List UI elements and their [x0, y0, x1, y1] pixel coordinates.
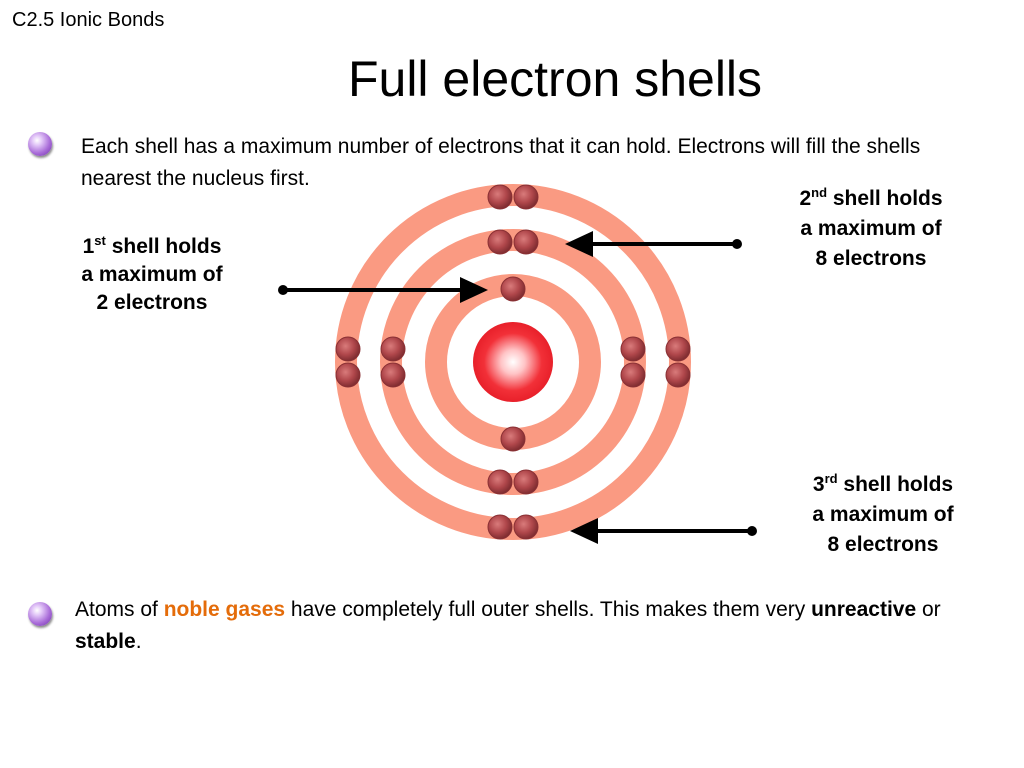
noble-gases-highlight: noble gases	[163, 598, 286, 621]
shell-3-line2: a maximum of	[812, 503, 954, 526]
slide-title: Full electron shells	[347, 51, 763, 107]
footer-text-4: .	[135, 630, 142, 653]
shell-3-line3: 8 electrons	[827, 533, 939, 556]
electron-shell-3	[487, 514, 513, 540]
stable-word: stable	[75, 630, 136, 653]
footer-text-2: have completely full outer shells. This …	[285, 598, 812, 621]
electron-shell-2	[620, 336, 646, 362]
bullet-icon	[28, 132, 52, 156]
electron-shell-2	[487, 229, 513, 255]
electron-shell-2	[513, 469, 539, 495]
electron-shell-3	[487, 184, 513, 210]
nucleus	[473, 322, 553, 402]
electron-shell-3	[335, 336, 361, 362]
shell-2-label: 2nd shell holds a maximum of 8 electrons	[781, 184, 961, 274]
shell-3-ordinal: 3	[812, 473, 825, 496]
electron-shell-2	[487, 469, 513, 495]
arrows	[278, 231, 757, 544]
electron-shell-3	[513, 184, 539, 210]
shell-1-ordinal: 1	[82, 235, 95, 258]
shell-1-line1: shell holds	[105, 235, 222, 258]
shell-1-line3: 2 electrons	[96, 291, 208, 314]
electron-shell-3	[665, 362, 691, 388]
shell-2-line2: a maximum of	[800, 217, 942, 240]
arrow-shell-1	[278, 277, 488, 303]
shell-1-line2: a maximum of	[81, 263, 223, 286]
footer-text-3: or	[916, 598, 941, 621]
shell-2-line1: shell holds	[827, 187, 943, 210]
bullet-icon	[28, 602, 52, 626]
shell-ring-3	[335, 184, 691, 540]
footer-text-1: Atoms of	[75, 598, 164, 621]
shell-2-suffix: nd	[811, 185, 828, 200]
shell-ring-2	[380, 229, 646, 495]
electron-shell-2	[380, 362, 406, 388]
shell-1-label: 1st shell holds a maximum of 2 electrons	[62, 233, 242, 317]
noble-gases-text: Atoms of noble gases have completely ful…	[75, 594, 955, 658]
electron-shell-3	[335, 362, 361, 388]
course-label: C2.5 Ionic Bonds	[12, 9, 165, 31]
electron-shell-3	[665, 336, 691, 362]
shell-3-label: 3rd shell holds a maximum of 8 electrons	[793, 470, 973, 560]
electron-shell-2	[620, 362, 646, 388]
shell-1-suffix: st	[94, 233, 106, 248]
electrons	[335, 184, 691, 540]
shell-2-line3: 8 electrons	[815, 247, 927, 270]
intro-text: Each shell has a maximum number of elect…	[81, 135, 921, 190]
arrow-shell-3	[570, 518, 757, 544]
electron-shell-1	[500, 276, 526, 302]
arrow-shell-2	[565, 231, 742, 257]
unreactive-word: unreactive	[811, 598, 917, 621]
shell-3-suffix: rd	[824, 471, 838, 486]
electron-shell-2	[380, 336, 406, 362]
shell-2-ordinal: 2	[799, 187, 812, 210]
electron-shell-1	[500, 426, 526, 452]
electron-shell-3	[513, 514, 539, 540]
electron-shell-2	[513, 229, 539, 255]
shell-3-line1: shell holds	[837, 473, 954, 496]
